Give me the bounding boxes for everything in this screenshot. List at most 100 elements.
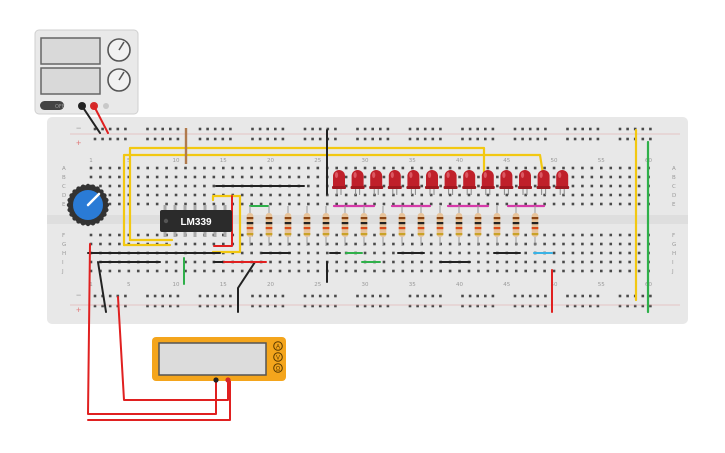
breadboard-hole[interactable] [118,242,121,246]
breadboard-hole[interactable] [458,166,461,170]
breadboard-hole[interactable] [344,175,348,179]
breadboard-hole[interactable] [373,233,376,237]
breadboard-hole[interactable] [571,166,575,170]
breadboard-hole[interactable] [477,269,480,273]
rail-hole[interactable] [484,137,487,141]
rail-hole[interactable] [101,127,104,131]
rail-hole[interactable] [596,294,600,298]
breadboard-hole[interactable] [581,193,584,197]
breadboard-hole[interactable] [486,166,490,170]
rail-hole[interactable] [251,127,254,131]
breadboard-hole[interactable] [259,242,263,246]
breadboard-hole[interactable] [581,260,584,264]
breadboard-hole[interactable] [335,260,338,264]
rail-hole[interactable] [649,137,652,141]
rail-hole[interactable] [573,304,577,308]
breadboard-hole[interactable] [269,193,272,197]
rail-hole[interactable] [213,294,217,298]
breadboard-hole[interactable] [411,166,414,170]
resistor[interactable] [493,206,501,246]
breadboard-hole[interactable] [325,193,329,197]
breadboard-hole[interactable] [136,233,140,237]
rail-hole[interactable] [124,294,127,298]
breadboard-hole[interactable] [571,242,575,246]
breadboard-hole[interactable] [581,269,584,273]
rail-hole[interactable] [536,304,540,308]
breadboard-hole[interactable] [420,193,424,197]
breadboard-hole[interactable] [325,242,329,246]
terminal-ground[interactable] [103,103,109,109]
breadboard-hole[interactable] [174,166,178,170]
rail-hole[interactable] [334,137,337,141]
rail-hole[interactable] [581,294,584,298]
rail-hole[interactable] [416,127,419,131]
rail-hole[interactable] [379,137,382,141]
breadboard-hole[interactable] [184,260,187,264]
breadboard-hole[interactable] [108,233,112,237]
breadboard-hole[interactable] [278,242,282,246]
rail-hole[interactable] [146,294,149,298]
breadboard-hole[interactable] [118,269,121,273]
breadboard-hole[interactable] [269,242,272,246]
breadboard-hole[interactable] [278,260,282,264]
resistor[interactable] [512,206,520,246]
breadboard-hole[interactable] [354,166,357,170]
breadboard-hole[interactable] [600,242,603,246]
breadboard-hole[interactable] [259,193,263,197]
rail-hole[interactable] [274,294,277,298]
breadboard-hole[interactable] [335,242,338,246]
breadboard-hole[interactable] [467,233,471,237]
rail-hole[interactable] [641,304,645,308]
rail-hole[interactable] [476,127,479,131]
rail-hole[interactable] [461,127,464,131]
rail-hole[interactable] [303,294,307,298]
breadboard-hole[interactable] [609,193,613,197]
breadboard-hole[interactable] [411,233,414,237]
breadboard-hole[interactable] [571,233,575,237]
breadboard-hole[interactable] [590,233,594,237]
breadboard-hole[interactable] [259,269,263,273]
rail-hole[interactable] [416,294,419,298]
breadboard-hole[interactable] [467,166,471,170]
breadboard-hole[interactable] [344,242,348,246]
breadboard-hole[interactable] [155,269,159,273]
breadboard-hole[interactable] [514,166,518,170]
rail-hole[interactable] [626,127,629,131]
rail-hole[interactable] [266,304,269,308]
breadboard-hole[interactable] [420,175,424,179]
breadboard-hole[interactable] [155,166,159,170]
rail-hole[interactable] [439,127,442,131]
rail-hole[interactable] [573,127,577,131]
breadboard-hole[interactable] [429,202,433,206]
led-red[interactable] [332,170,346,195]
breadboard-hole[interactable] [250,269,253,273]
rail-hole[interactable] [491,294,495,298]
rail-hole[interactable] [641,294,645,298]
breadboard-hole[interactable] [429,251,433,255]
breadboard-hole[interactable] [600,202,603,206]
resistor[interactable] [474,206,482,246]
breadboard-hole[interactable] [420,166,424,170]
breadboard-hole[interactable] [628,251,631,255]
breadboard-hole[interactable] [401,242,405,246]
breadboard-hole[interactable] [429,233,433,237]
breadboard-hole[interactable] [420,202,424,206]
rail-hole[interactable] [198,127,202,131]
rail-hole[interactable] [528,127,532,131]
breadboard-hole[interactable] [496,193,499,197]
breadboard-hole[interactable] [165,202,168,206]
rail-hole[interactable] [281,137,285,141]
rail-hole[interactable] [596,304,600,308]
breadboard-hole[interactable] [240,175,244,179]
resistor[interactable] [398,206,406,246]
rail-hole[interactable] [251,294,254,298]
rail-hole[interactable] [198,304,202,308]
rail-hole[interactable] [311,127,314,131]
breadboard-hole[interactable] [533,202,537,206]
led-red[interactable] [425,170,439,195]
breadboard-hole[interactable] [571,175,575,179]
breadboard-hole[interactable] [600,175,603,179]
led-red[interactable] [536,170,551,195]
breadboard-hole[interactable] [581,233,584,237]
breadboard-hole[interactable] [581,184,584,188]
